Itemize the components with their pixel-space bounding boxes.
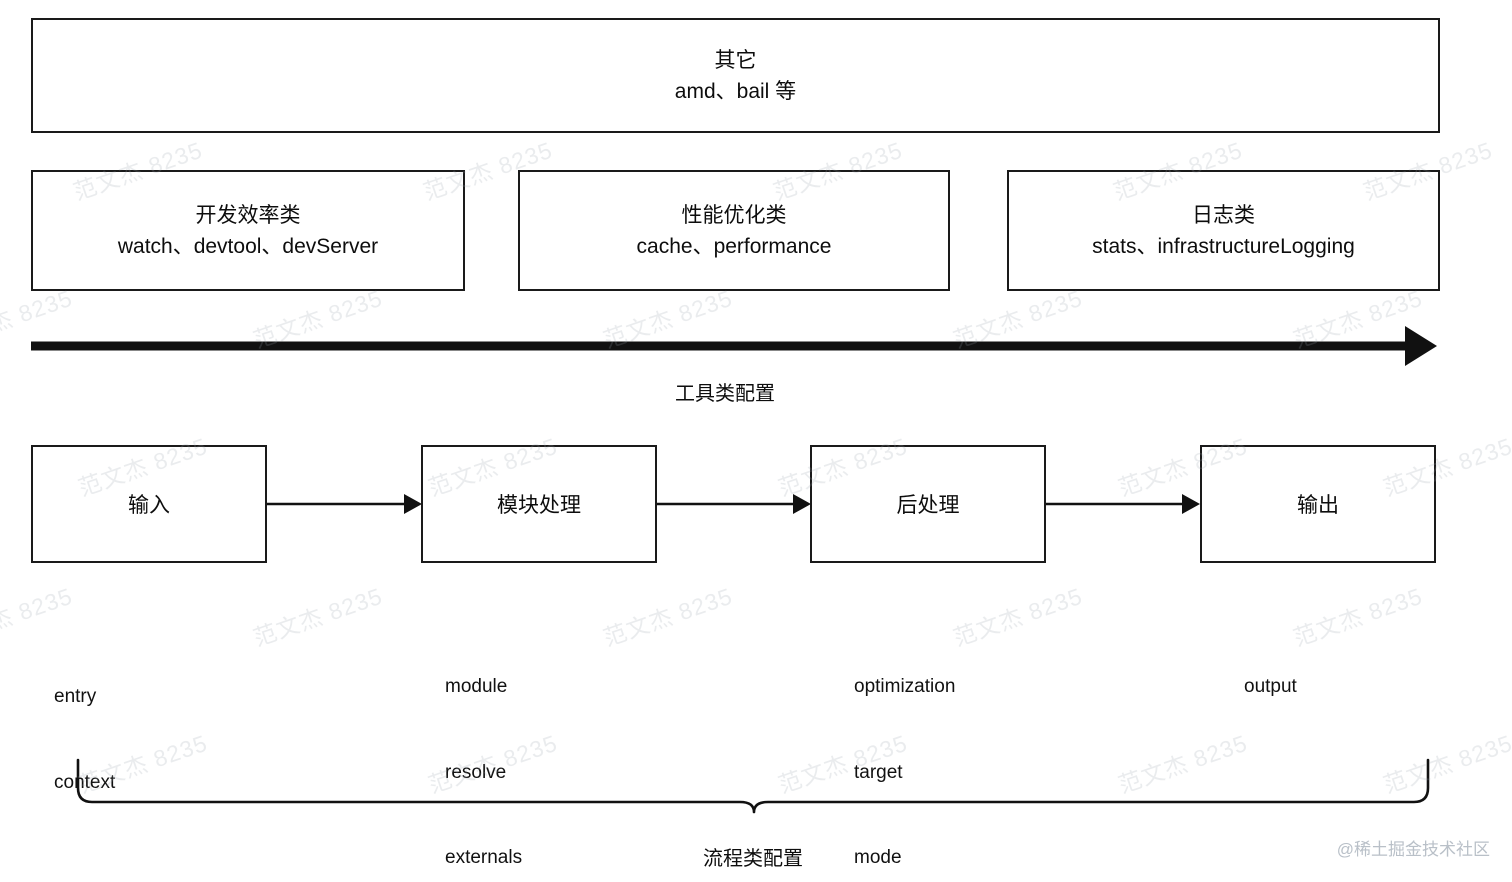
config-item: target bbox=[854, 761, 903, 783]
category-box-dev-efficiency[interactable]: 开发效率类 watch、devtool、devServer bbox=[31, 170, 465, 291]
config-list-input: entry context bbox=[54, 626, 115, 854]
flow-box-input[interactable]: 输入 bbox=[31, 445, 267, 563]
config-list-module-processing: module resolve externals ... bbox=[445, 616, 522, 882]
config-list-post-processing: optimization target mode ... bbox=[854, 616, 955, 882]
category-heading: 性能优化类 bbox=[681, 203, 787, 227]
category-heading: 其它 bbox=[714, 48, 757, 72]
config-item: output bbox=[1244, 676, 1297, 697]
tool-config-arrow bbox=[31, 326, 1437, 366]
config-item: entry bbox=[54, 686, 97, 707]
config-item: mode bbox=[854, 847, 902, 868]
category-detail: cache、performance bbox=[636, 234, 832, 258]
category-box-other[interactable]: 其它 amd、bail 等 bbox=[31, 18, 1440, 133]
flow-box-post-processing[interactable]: 后处理 bbox=[810, 445, 1046, 563]
config-item: optimization bbox=[854, 676, 956, 697]
flow-box-output[interactable]: 输出 bbox=[1200, 445, 1436, 563]
category-detail: amd、bail 等 bbox=[674, 79, 797, 103]
category-heading: 开发效率类 bbox=[195, 203, 301, 227]
category-heading: 日志类 bbox=[1192, 203, 1255, 227]
flow-box-label: 输入 bbox=[128, 494, 170, 517]
flow-box-module-processing[interactable]: 模块处理 bbox=[421, 445, 657, 563]
flow-box-label: 输出 bbox=[1297, 494, 1339, 517]
tool-config-label: 工具类配置 bbox=[675, 383, 775, 405]
config-list-output: output bbox=[1244, 616, 1297, 759]
process-config-brace bbox=[76, 758, 1430, 814]
category-detail: watch、devtool、devServer bbox=[117, 234, 379, 258]
flow-arrow-2 bbox=[656, 494, 811, 514]
watermark-corner: @稀土掘金技术社区 bbox=[1336, 840, 1490, 859]
config-item: resolve bbox=[445, 761, 507, 783]
category-detail: stats、infrastructureLogging bbox=[1092, 234, 1355, 258]
config-item: module bbox=[445, 676, 508, 697]
flow-arrow-3 bbox=[1045, 494, 1200, 514]
category-box-performance[interactable]: 性能优化类 cache、performance bbox=[518, 170, 950, 291]
flow-box-label: 模块处理 bbox=[497, 494, 581, 517]
category-box-logging[interactable]: 日志类 stats、infrastructureLogging bbox=[1007, 170, 1440, 291]
config-item: externals bbox=[445, 847, 523, 868]
flow-arrow-1 bbox=[267, 494, 422, 514]
process-config-label: 流程类配置 bbox=[703, 848, 803, 870]
flow-box-label: 后处理 bbox=[896, 494, 960, 517]
config-item: context bbox=[54, 771, 116, 793]
